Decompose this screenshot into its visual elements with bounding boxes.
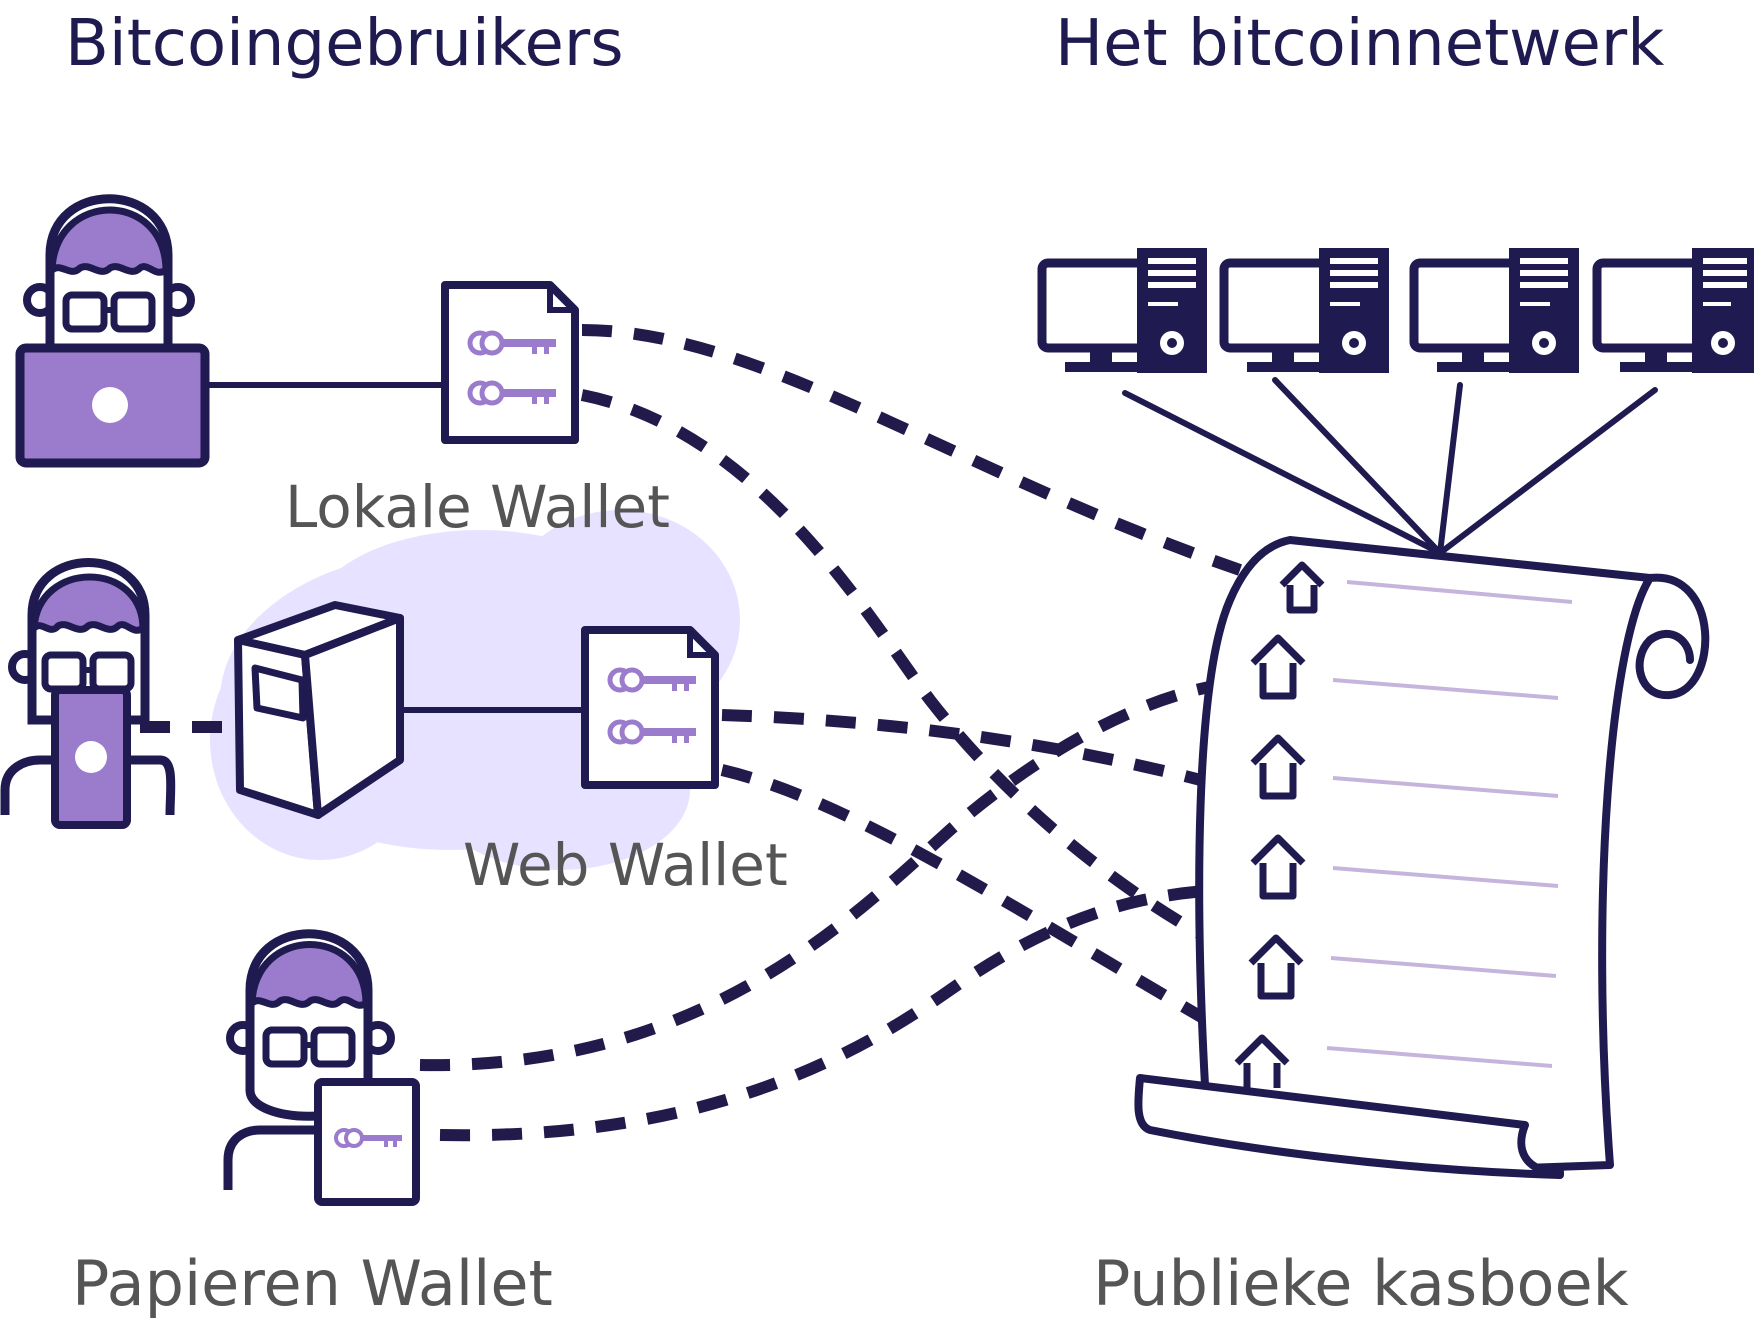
- paper-wallet-caption: Papieren Wallet: [72, 1247, 553, 1320]
- network-computer-1: [1037, 248, 1207, 373]
- network-heading: Het bitcoinnetwerk: [1055, 7, 1664, 81]
- network-connections: [1122, 377, 1658, 556]
- key-icon: [607, 667, 696, 693]
- connection-paper-2: [439, 884, 1221, 1142]
- ledger-entries: [1234, 561, 1573, 1088]
- network-computers: [1037, 248, 1754, 373]
- scroll-bottom-edge: [1134, 1074, 1564, 1179]
- connection-paper-1: [419, 679, 1221, 1072]
- server-box-icon: [234, 601, 404, 819]
- connection-web-1: [721, 709, 1222, 791]
- local-wallet-caption: Lokale Wallet: [285, 473, 670, 541]
- key-icon: [607, 719, 696, 745]
- ledger-scroll: [1134, 536, 1710, 1179]
- web-wallet-caption: Web Wallet: [463, 831, 788, 899]
- ledger-entry-6: [1234, 1034, 1553, 1088]
- network-computer-4: [1592, 248, 1754, 373]
- ledger-entry-4: [1250, 834, 1559, 900]
- network-computer-3: [1409, 248, 1579, 373]
- connection-web-2: [720, 764, 1219, 1031]
- person-paper-icon: [223, 929, 420, 1206]
- person-laptop-icon: [15, 194, 210, 468]
- ledger-entry-3: [1250, 734, 1559, 800]
- key-icon: [467, 330, 556, 356]
- dashed-connections: [140, 324, 1242, 1142]
- scroll-curl: [1635, 573, 1710, 700]
- person-phone-icon: [0, 558, 176, 829]
- public-ledger-caption: Publieke kasboek: [1093, 1247, 1629, 1320]
- network-computer-2: [1219, 248, 1389, 373]
- connection-local-2: [580, 389, 1223, 951]
- connection-local-1: [581, 324, 1242, 576]
- local-wallet-file: [441, 281, 579, 444]
- key-icon: [467, 380, 556, 406]
- key-icon: [334, 1128, 402, 1148]
- users-heading: Bitcoingebruikers: [65, 7, 624, 81]
- ledger-entry-5: [1248, 934, 1557, 1000]
- web-wallet-file: [581, 626, 719, 789]
- ledger-entry-2: [1250, 634, 1559, 700]
- ledger-entry-1: [1279, 561, 1573, 614]
